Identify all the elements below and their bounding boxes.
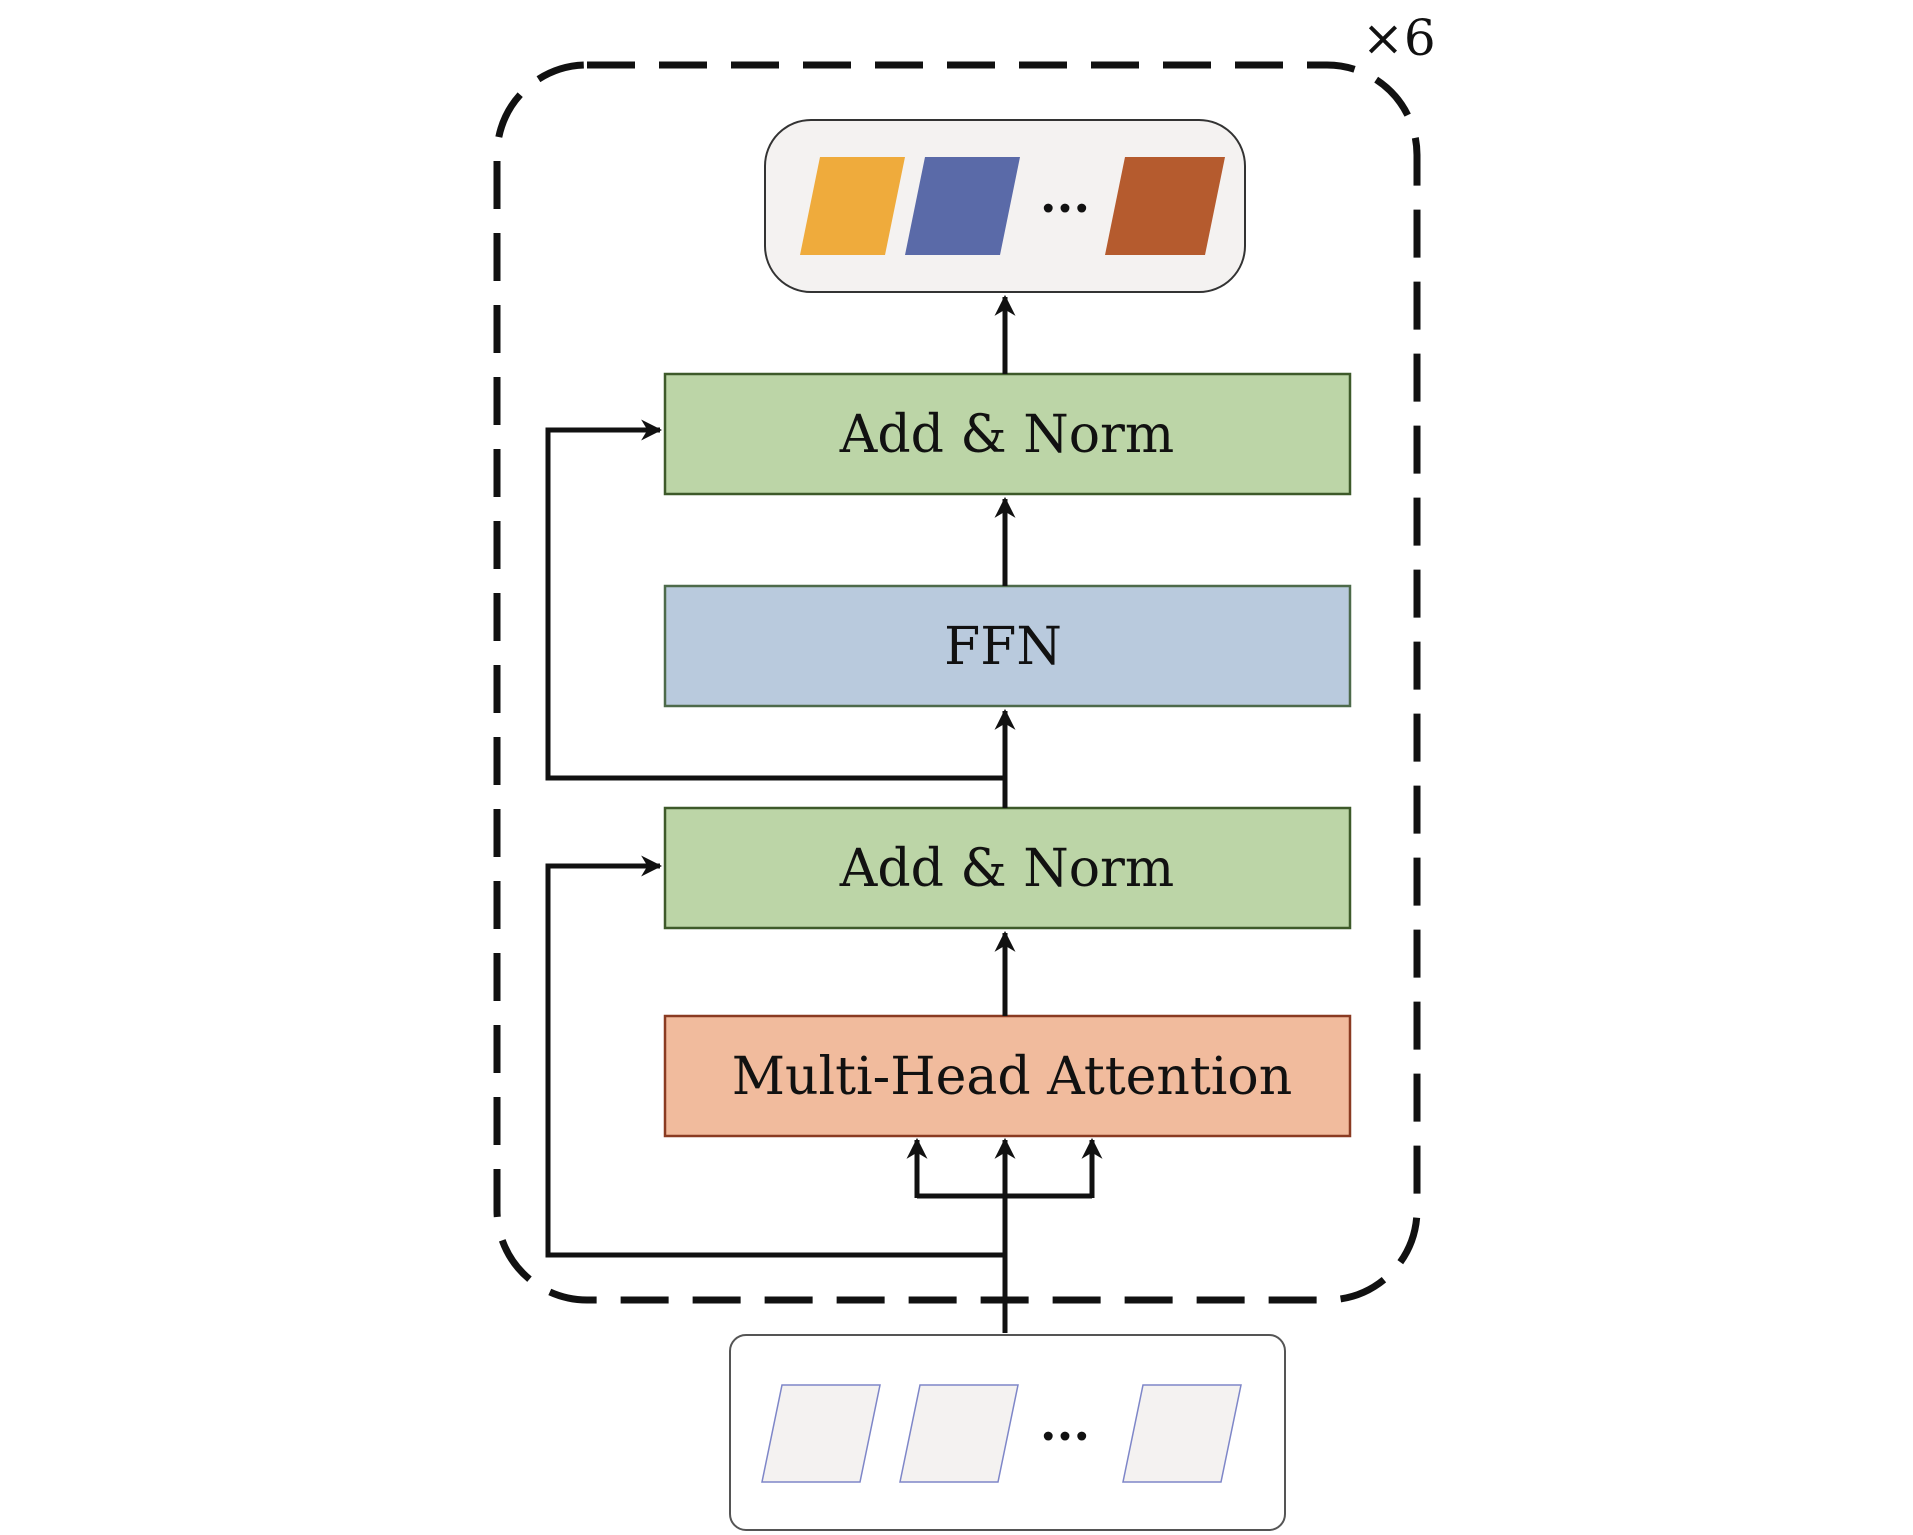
output-tokens: ... (764, 119, 1246, 293)
residual-connection-2 (545, 419, 1005, 781)
repeat-count-label: ×6 (1362, 9, 1436, 67)
output-ellipsis: ... (1040, 168, 1090, 224)
multi-head-attention-label: Multi-Head Attention (732, 1047, 1292, 1107)
ffn-label: FFN (944, 617, 1062, 677)
output-token-2 (905, 157, 1020, 255)
multi-head-attention-block (663, 1014, 1352, 1138)
connectors (545, 294, 1103, 1333)
add-norm-bottom-label: Add & Norm (839, 839, 1174, 899)
input-tokens: ... (729, 1334, 1286, 1531)
input-ellipsis: ... (1040, 1396, 1090, 1452)
output-token-3 (1105, 157, 1225, 255)
encoder-layer-repeat-region (493, 61, 1421, 1304)
residual-connection-1 (545, 855, 1005, 1258)
input-token-2 (899, 1384, 1019, 1483)
add-norm-top-block (663, 372, 1352, 496)
input-token-3 (1122, 1384, 1242, 1483)
add-norm-bottom-block (663, 806, 1352, 930)
add-norm-top-label: Add & Norm (839, 405, 1174, 465)
input-token-1 (761, 1384, 881, 1483)
output-token-1 (800, 157, 905, 255)
